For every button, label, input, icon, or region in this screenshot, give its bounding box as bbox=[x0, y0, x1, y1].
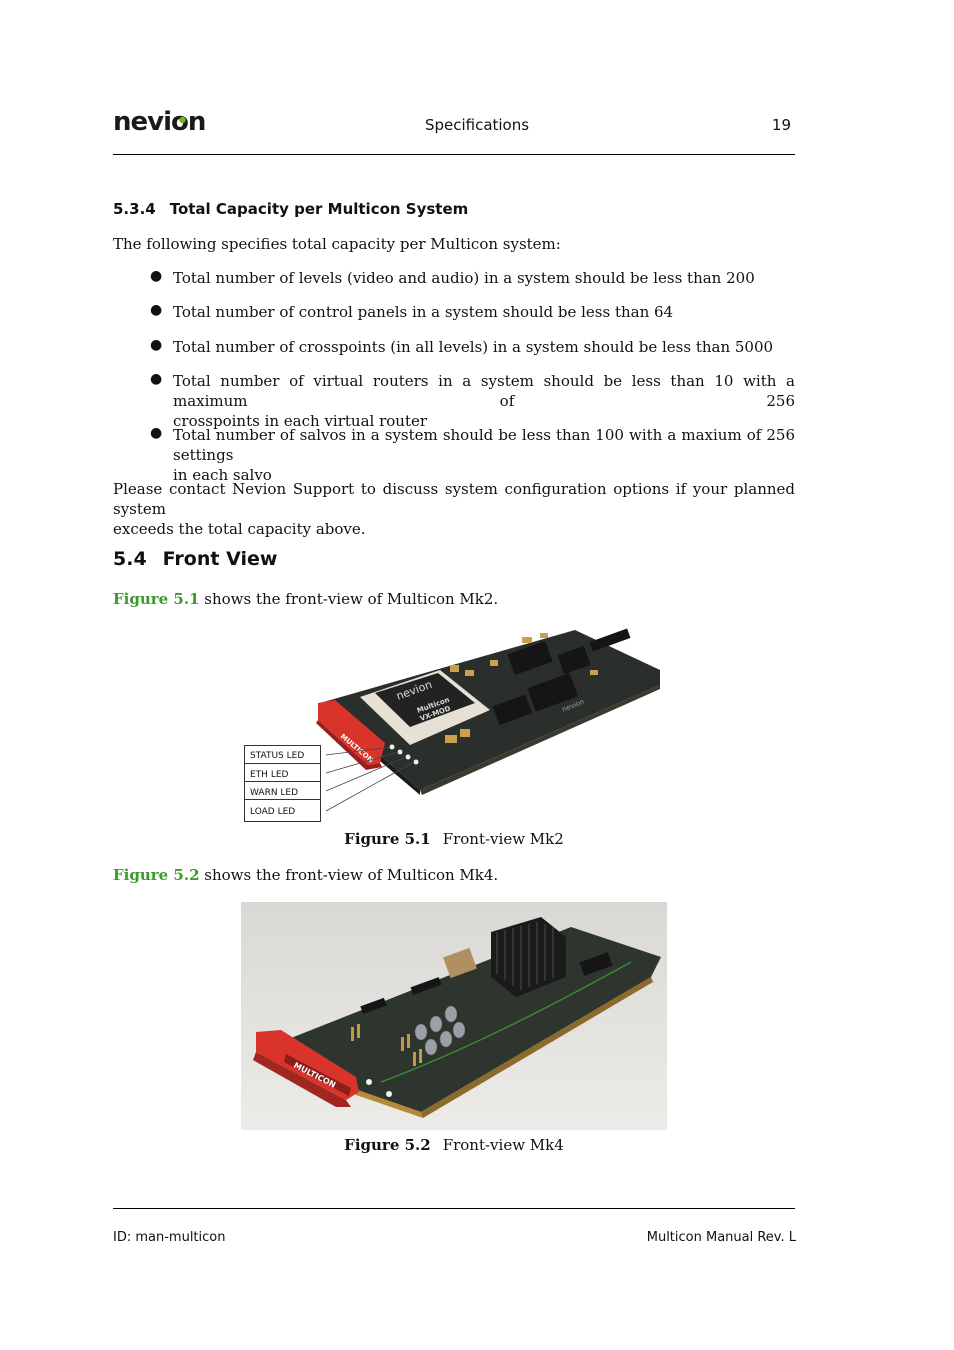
load-led-label: LOAD LED bbox=[250, 807, 295, 817]
bullet-marker: ● bbox=[150, 425, 163, 441]
warn-led-label: WARN LED bbox=[250, 788, 298, 798]
page-number: 19 bbox=[771, 116, 791, 134]
figure-mk4-image: MULTICON bbox=[241, 902, 667, 1130]
bullet-item: Total number of control panels in a syst… bbox=[173, 303, 674, 321]
bullet-item: Total number of levels (video and audio)… bbox=[173, 269, 755, 287]
bullet-marker: ● bbox=[150, 268, 163, 284]
footer-document-id: ID: man-multicon bbox=[113, 1230, 226, 1245]
bullet-marker: ● bbox=[150, 302, 163, 318]
bullet-item: Total number of crosspoints (in all leve… bbox=[173, 338, 774, 356]
bullet-item: Total number of salvos in a system shoul… bbox=[173, 426, 795, 484]
eth-led-label: ETH LED bbox=[250, 770, 289, 780]
figure-reference-paragraph: Figure 5.1 shows the front-view of Multi… bbox=[113, 590, 499, 608]
figure-5-2-link[interactable]: Figure 5.2 bbox=[113, 866, 200, 884]
footer-rule bbox=[113, 1208, 795, 1209]
footer-manual-revision: Multicon Manual Rev. L bbox=[646, 1230, 796, 1245]
figure-5-1-link[interactable]: Figure 5.1 bbox=[113, 590, 200, 608]
header-rule bbox=[113, 154, 795, 155]
svg-text:nevion: nevion bbox=[113, 108, 205, 136]
bullet-item: Total number of virtual routers in a sys… bbox=[173, 372, 795, 430]
figure-mk2-image: nevion Multicon VX-MOD nevion MULTICON S… bbox=[244, 628, 660, 822]
header-title: Specifications bbox=[424, 116, 530, 134]
figure-reference-paragraph: Figure 5.2 shows the front-view of Multi… bbox=[113, 866, 499, 884]
status-led-label: STATUS LED bbox=[250, 751, 304, 761]
closing-paragraph: Please contact Nevion Support to discuss… bbox=[113, 480, 795, 538]
bullet-marker: ● bbox=[150, 337, 163, 353]
bullet-marker: ● bbox=[150, 371, 163, 387]
intro-paragraph: The following specifies total capacity p… bbox=[113, 235, 561, 253]
nevion-logo: nevion bbox=[113, 108, 206, 136]
